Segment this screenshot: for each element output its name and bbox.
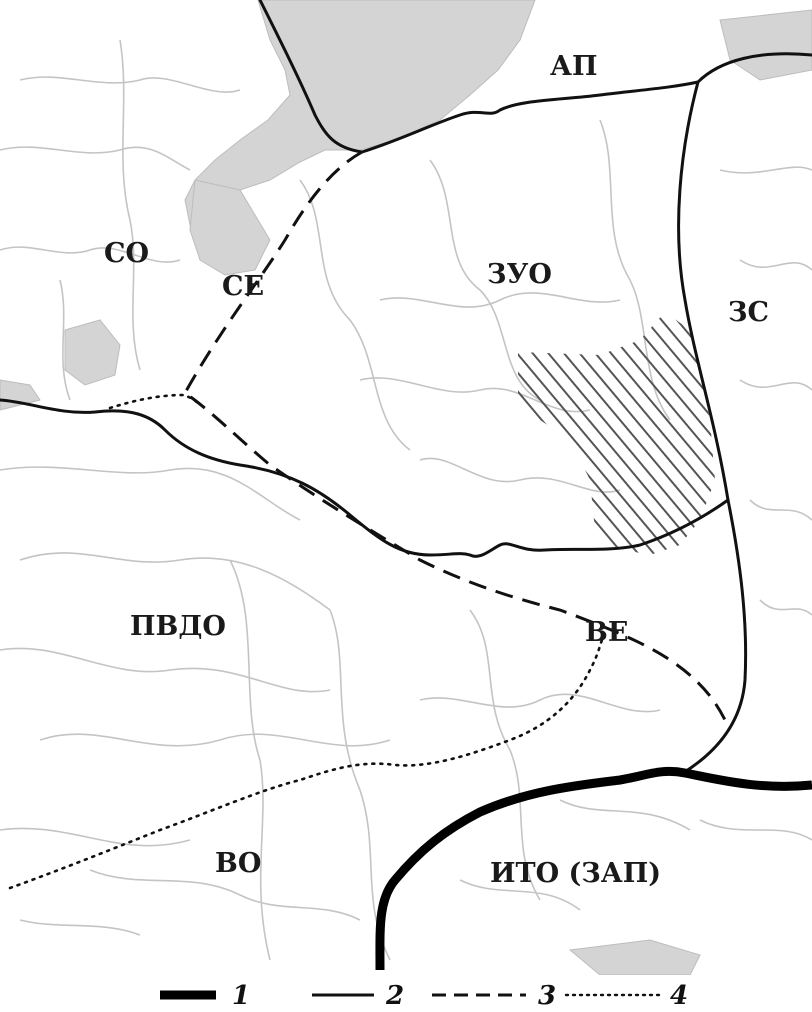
hatched-area (518, 312, 715, 555)
region-label-se: СЕ (222, 271, 264, 302)
ap-boundary-west (258, 0, 364, 154)
legend: 1 2 3 4 (0, 975, 812, 1012)
boundary-dotted-lines (8, 393, 604, 890)
legend-key-4: 4 (670, 981, 688, 1011)
region-label-zuo: ЗУО (487, 259, 552, 290)
east-inlet (719, 9, 812, 81)
south-sea-patch (568, 939, 701, 976)
zuo-boundary-south-east (468, 498, 730, 558)
region-label-so: СО (104, 238, 149, 269)
boundary-dashed-line (183, 150, 727, 721)
region-labels: АП СО СЕ ЗУО ЗС ПВДО ВЕ ВО ИТО (ЗАП) (104, 51, 769, 889)
boundary-solid-lines (0, 0, 812, 775)
water-areas (0, 0, 812, 976)
region-label-ve: ВЕ (585, 617, 628, 648)
legend-background (0, 975, 812, 1012)
gulf-area (189, 179, 271, 276)
region-label-pvdo: ПВДО (130, 611, 226, 642)
ap-boundary-south (360, 80, 700, 154)
zs-boundary (677, 80, 748, 775)
legend-key-2: 2 (385, 981, 404, 1011)
ap-boundary-east (696, 52, 812, 84)
dotted-south (8, 638, 604, 890)
region-label-ap: АП (550, 51, 598, 82)
lake-ladoga (64, 319, 121, 386)
zuo-boundary-south (0, 398, 472, 557)
region-label-ito: ИТО (ЗАП) (490, 858, 661, 889)
region-label-zs: ЗС (728, 297, 769, 328)
boundary-thick-line (375, 766, 812, 971)
dotted-north (108, 393, 202, 410)
region-label-vo: ВО (215, 848, 261, 879)
legend-key-1: 1 (232, 981, 250, 1011)
legend-key-3: 3 (538, 981, 556, 1011)
